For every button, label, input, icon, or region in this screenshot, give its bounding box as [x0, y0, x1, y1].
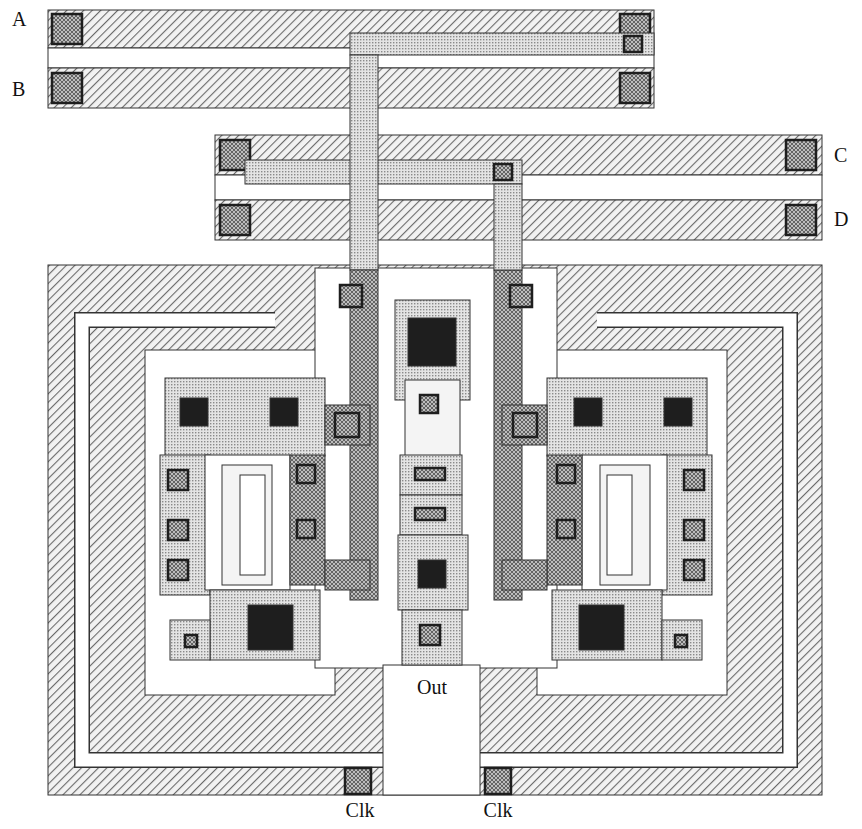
layout-layer [325, 405, 370, 445]
layout-layer [160, 455, 210, 595]
contact-cut [513, 413, 537, 437]
layout-layer [402, 610, 462, 665]
layout-layer [398, 535, 468, 610]
contact-cut [418, 560, 446, 588]
layout-layer [547, 378, 707, 456]
contact-cut [620, 73, 650, 103]
layout-layer [547, 455, 582, 585]
contact-cut [684, 520, 704, 540]
layout-layer [170, 620, 210, 660]
contact-cut [408, 318, 456, 366]
contact-cut [494, 164, 512, 180]
contact-cut [168, 560, 188, 580]
contact-cut [420, 625, 440, 645]
layout-layer [383, 665, 480, 795]
metal-ground [48, 265, 822, 795]
layout-layer [502, 405, 547, 445]
layout-layer [502, 560, 547, 590]
contact-cut [168, 470, 188, 490]
contact-cut [510, 285, 532, 307]
pin-name: Out [415, 676, 449, 698]
layout-layer [222, 465, 272, 585]
contact-cut [297, 465, 315, 483]
layout-layer [315, 268, 557, 668]
contact-cut [270, 398, 298, 426]
transistor-blocks [160, 55, 712, 660]
layout-layer [400, 455, 462, 495]
contact-cut [786, 140, 816, 170]
layout-layer [290, 455, 325, 585]
contact-cut [248, 605, 293, 650]
contact-cut [579, 605, 624, 650]
contact-cut [340, 285, 362, 307]
layout-layer [325, 560, 370, 590]
layout-layer [245, 160, 522, 184]
layout-layer [537, 350, 727, 695]
signal-name: A [10, 8, 28, 30]
contact-cut [52, 14, 82, 44]
layout-layer [240, 475, 265, 575]
output-stack [395, 300, 470, 665]
layout-layer [205, 455, 290, 590]
contact-cut [420, 395, 438, 413]
contact-cut [185, 635, 197, 647]
contact-cut [220, 205, 250, 235]
layout-layer [350, 33, 654, 55]
contact-cut [52, 73, 82, 103]
contact-cut [557, 465, 575, 483]
pin-name: Clk [482, 799, 515, 821]
contact-cut [335, 413, 359, 437]
contact-cut [786, 205, 816, 235]
layout-layer [210, 590, 320, 660]
contact-cut [415, 508, 445, 520]
contact-cut [675, 635, 687, 647]
layout-layer [405, 380, 460, 465]
contact-cut [664, 398, 692, 426]
layout-layer [607, 475, 632, 575]
layout-layer [165, 378, 325, 456]
contact-cut [574, 398, 602, 426]
layout-layer [145, 350, 335, 695]
contact-cut [624, 36, 642, 52]
layout-layer [600, 465, 650, 585]
contact-cut [485, 768, 511, 794]
layout-layer [350, 55, 378, 270]
contact-cut [684, 470, 704, 490]
layout-layer [582, 455, 667, 590]
contact-cut [168, 520, 188, 540]
signal-name: B [10, 78, 27, 100]
pin-name: Clk [344, 799, 377, 821]
signal-name: C [832, 144, 849, 166]
contact-cut [180, 398, 208, 426]
layout-layer [494, 184, 522, 270]
contact-cut [415, 468, 445, 480]
cell-wells [145, 268, 727, 795]
layout-layer [662, 455, 712, 595]
contact-cut [557, 520, 575, 538]
layout-layer [662, 620, 702, 660]
signal-rails [48, 10, 822, 240]
layout-layer [48, 265, 822, 795]
contact-cut [345, 768, 371, 794]
layout-layer [400, 495, 462, 535]
contact-cut [684, 560, 704, 580]
signal-name: D [832, 208, 850, 230]
layout-layer [552, 590, 662, 660]
contact-cut [297, 520, 315, 538]
spacing-gap [82, 320, 790, 760]
